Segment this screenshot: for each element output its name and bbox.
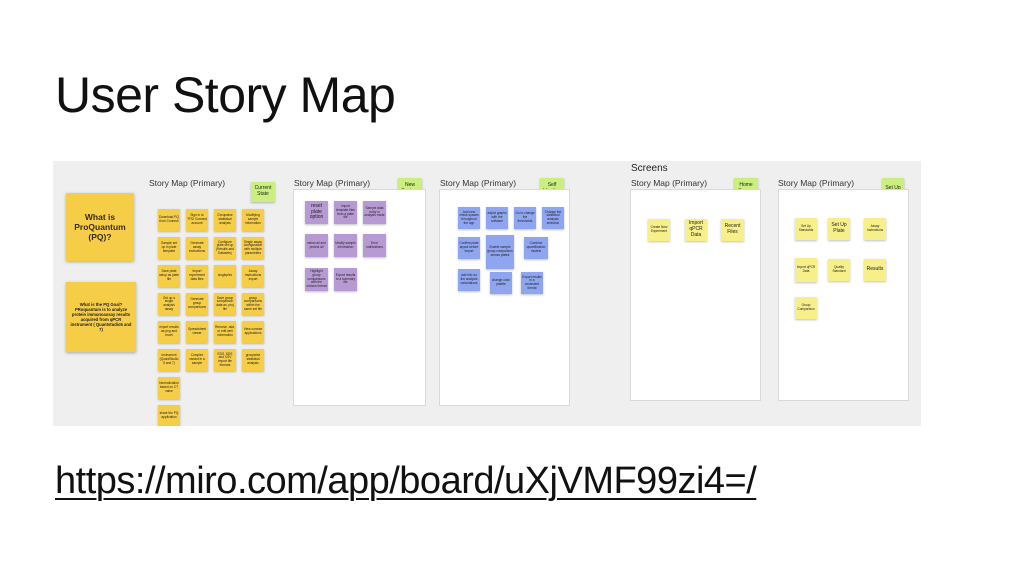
story-sticky: Sign in to TFS/ Connect account: [186, 209, 208, 231]
story-sticky: Go to change the thresholds: [514, 207, 536, 229]
frame-1-label: Story Map (Primary): [149, 178, 226, 188]
frame-2-panel: [293, 189, 426, 406]
story-sticky: Add new check spaces throughout the app: [458, 207, 480, 229]
frame-1-tag: Current State: [251, 182, 275, 202]
miro-board-link[interactable]: https://miro.com/app/board/uXjVMF99zi4=/: [55, 460, 757, 502]
story-sticky: groupwise statistical analysis: [242, 349, 264, 371]
story-sticky: Configure plate set up (Results and Data…: [214, 237, 236, 259]
story-sticky: Assay Instructions export: [242, 265, 264, 287]
story-sticky: Error notifications: [363, 234, 386, 257]
story-sticky: select all and protect all: [305, 234, 328, 257]
story-sticky: Export results in a consistent format: [521, 272, 543, 294]
story-sticky: Import experiment data files: [186, 265, 208, 287]
story-sticky: add info on the analysis calculations: [458, 269, 480, 291]
story-sticky: Sample data entry in analysis mode: [363, 201, 386, 224]
what-is-proquantum-text: What is ProQuantum (PQ)?: [74, 212, 126, 242]
story-sticky: Export results to a summary file: [334, 268, 357, 291]
story-sticky: Save group comparison data as .proj file: [214, 293, 236, 315]
story-sticky: Confirm plate layout before import: [458, 237, 480, 259]
story-sticky: Normalization based on CT value: [158, 377, 180, 399]
screen-sticky: Set Up Standards: [795, 218, 817, 240]
miro-board-screenshot: What is ProQuantum (PQ)? What is the PQ …: [53, 161, 921, 426]
story-sticky: share the PQ application: [158, 405, 180, 426]
screen-sticky: Results: [864, 259, 886, 281]
story-sticky: Change the statistical analysis selectio…: [542, 207, 564, 229]
screen-sticky: Recent Files: [721, 219, 744, 241]
screen-sticky: Create New Experiment: [648, 219, 670, 241]
story-sticky: export results as png and excel: [158, 321, 180, 343]
story-sticky: group comparisons within the same set fi…: [242, 293, 264, 315]
story-sticky: Download PQ from Connect: [158, 209, 180, 231]
frame-4-label: Story Map (Primary): [631, 178, 708, 188]
screen-sticky: Set Up Plate: [828, 218, 850, 240]
screen-sticky: Quality Standard: [828, 259, 850, 281]
story-sticky: Sample set up in plate template: [158, 237, 180, 259]
story-sticky: Combine quantification models: [524, 237, 548, 259]
story-sticky: Enable sample group comparison across pl…: [486, 235, 514, 269]
story-sticky: reset plate option: [305, 201, 328, 224]
story-sticky: change color palette: [490, 272, 512, 294]
pq-goal-text: What is the PQ Goal? PRoquantum is to an…: [70, 302, 132, 332]
screens-label: Screens: [631, 163, 668, 174]
story-sticky: Import template files from a plate file: [334, 201, 357, 224]
story-sticky: Generate group comparisons: [186, 293, 208, 315]
story-sticky: Generate assay instructions: [186, 237, 208, 259]
story-sticky: Instrument (QuantStudio 5 and 7): [158, 349, 180, 371]
story-sticky: Single assay configuration with multiple…: [242, 237, 264, 259]
screen-sticky: Import qPCR Data: [795, 258, 817, 282]
story-sticky: Save plate setup as plate file: [158, 265, 180, 287]
screen-sticky: Import qPCR Data: [685, 219, 707, 241]
frame-2-label: Story Map (Primary): [294, 178, 371, 188]
frame-3-label: Story Map (Primary): [440, 178, 517, 188]
screen-sticky: Assay Instructions: [864, 218, 886, 240]
story-sticky: Modifying sample information: [242, 209, 264, 231]
story-sticky: adjust graphs with the software: [486, 207, 508, 229]
frame-5-label: Story Map (Primary): [778, 178, 855, 188]
story-sticky: View concise applications: [242, 321, 264, 343]
story-sticky: Complex variant in a sample: [186, 349, 208, 371]
story-sticky: EDS, SDS and CSV import file formats: [214, 349, 236, 371]
story-sticky: Groupwise statistical analysis: [214, 209, 236, 231]
story-sticky: Highlight group comparisons with the cho…: [305, 268, 328, 291]
slide-title: User Story Map: [55, 67, 396, 123]
story-sticky: singleplex: [214, 265, 236, 287]
story-sticky: Remove, add, or edit well information: [214, 321, 236, 343]
story-sticky: Set up a single analysis assay: [158, 293, 180, 315]
what-is-proquantum-sticky: What is ProQuantum (PQ)?: [66, 193, 134, 261]
story-sticky: Spreadsheet viewer: [186, 321, 208, 343]
screen-sticky: Group Comparison: [795, 297, 817, 319]
story-sticky: Modify sample information: [334, 234, 357, 257]
pq-goal-sticky: What is the PQ Goal? PRoquantum is to an…: [66, 282, 136, 352]
